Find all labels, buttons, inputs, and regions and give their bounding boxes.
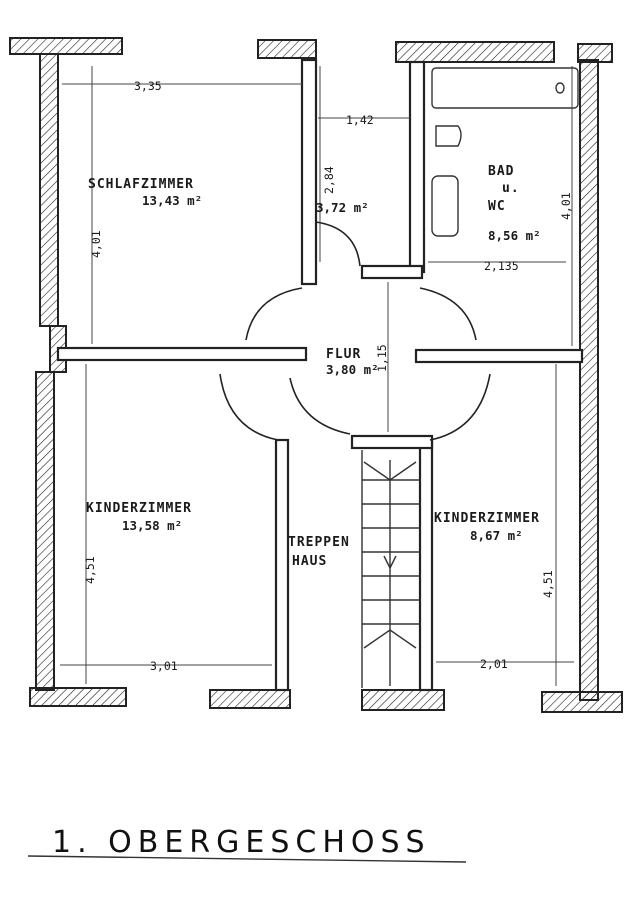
bad-name-3: WC — [488, 199, 506, 214]
schlafzimmer-area: 13,43 m² — [142, 193, 202, 208]
bad-width: 2,135 — [484, 259, 519, 273]
door-kinder-left — [219, 373, 279, 441]
wall-bottom-stair — [361, 689, 445, 711]
wall-flur-stub — [360, 264, 424, 280]
kinder-left-area: 13,58 m² — [122, 518, 182, 533]
kinder-right-width: 2,01 — [480, 657, 508, 671]
treppenhaus-name-1: TREPPEN — [288, 535, 350, 550]
wall-stair-right — [418, 438, 434, 692]
wall-schlaf-flur — [300, 58, 318, 286]
wall-bottom-right — [541, 691, 623, 713]
kinder-left-name: KINDERZIMMER — [86, 501, 192, 516]
door-stair — [289, 377, 351, 435]
wall-stair-top — [350, 434, 434, 450]
tub-drain — [555, 82, 565, 94]
floor-title: 1. OBERGESCHOSS — [52, 825, 431, 860]
wall-top-center — [395, 41, 555, 63]
kinder-right-area: 8,67 m² — [470, 528, 523, 543]
wall-top-mid — [257, 39, 317, 59]
flur-top-width: 1,42 — [346, 113, 374, 127]
bathtub — [431, 67, 579, 109]
door-kinder-right — [429, 373, 491, 441]
wall-bad-kinder — [414, 348, 584, 364]
schlafzimmer-name: SCHLAFZIMMER — [88, 177, 194, 192]
schlafzimmer-width: 3,35 — [134, 79, 162, 93]
washbasin — [431, 175, 459, 237]
kinder-right-depth: 4,51 — [541, 570, 555, 598]
flur-depth: 1,15 — [375, 344, 389, 372]
title-underline — [27, 855, 467, 863]
flur-name: FLUR — [326, 347, 361, 362]
door-flur-top — [315, 221, 361, 267]
kinder-left-depth: 4,51 — [83, 556, 97, 584]
flur-area: 3,80 m² — [326, 362, 379, 377]
bad-name-1: BAD — [488, 164, 514, 179]
bad-area: 8,56 m² — [488, 228, 541, 243]
schlafzimmer-depth: 4,01 — [89, 230, 103, 258]
wall-schlaf-kinder — [56, 346, 308, 362]
flur-top-area: 3,72 m² — [316, 200, 369, 215]
door-schlaf — [245, 287, 303, 341]
door-bad — [419, 287, 477, 341]
wall-left-lower — [35, 371, 55, 691]
wall-flur-bad — [408, 60, 426, 274]
toilet — [435, 125, 462, 147]
bad-depth: 4,01 — [559, 192, 573, 220]
kinder-left-width: 3,01 — [150, 659, 178, 673]
wall-top-left — [9, 37, 123, 55]
wall-bottom-left — [29, 687, 127, 707]
kinder-right-name: KINDERZIMMER — [434, 511, 540, 526]
bad-name-2: u. — [502, 181, 520, 196]
staircase — [361, 450, 420, 688]
flur-top-depth: 2,84 — [322, 166, 336, 194]
wall-bottom-mid — [209, 689, 291, 709]
wall-right — [579, 59, 599, 701]
wall-kinder-stair-left — [274, 438, 290, 692]
wall-left-upper — [39, 53, 59, 327]
treppenhaus-name-2: HAUS — [292, 554, 327, 569]
